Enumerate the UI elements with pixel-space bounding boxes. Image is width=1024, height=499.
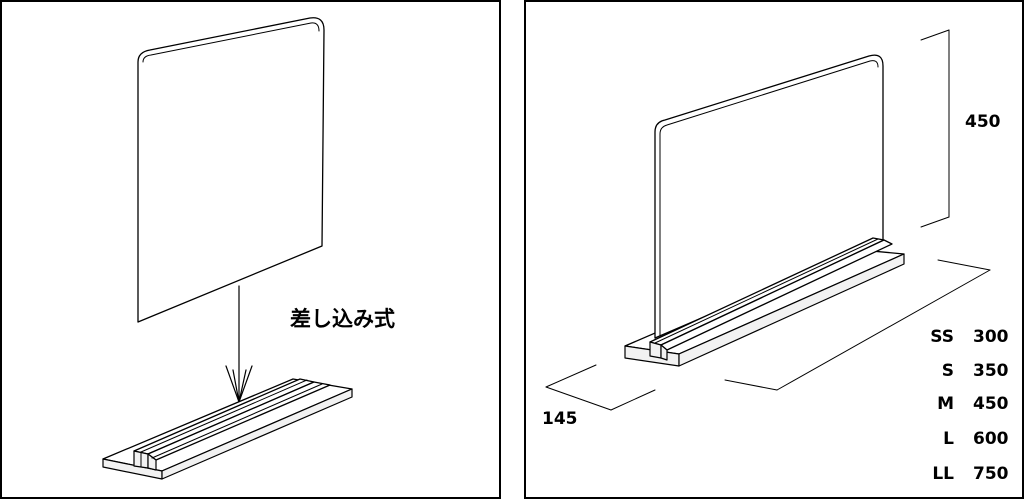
base-stand [102,378,353,480]
height-value: 450 [965,112,1001,132]
dimension-drawing-panel: 450 145 SS 300 S 350 M 450 L 600 LL 750 [524,0,1024,499]
acrylic-board [137,17,325,323]
insertion-arrow [225,285,253,403]
size-table: SS 300 S 350 M 450 L 600 LL 750 [930,327,1008,484]
slot-in-illustration: 差し込み式 [0,0,501,499]
slot-in-caption: 差し込み式 [290,307,395,331]
slot-in-illustration-panel: 差し込み式 [0,0,501,499]
left-panel-frame [0,0,501,499]
size-table-width: 450 [973,394,1009,414]
size-table-size: M [937,394,954,414]
size-table-width: 350 [973,361,1009,381]
size-table-size: L [943,429,954,449]
depth-value: 145 [542,409,578,429]
size-table-width: 300 [973,327,1009,347]
depth-dimension [545,364,656,411]
partition-assembly [624,54,905,367]
size-table-width: 750 [973,464,1009,484]
right-panel-frame [524,0,1024,499]
dimension-drawing: 450 145 SS 300 S 350 M 450 L 600 LL 750 [524,0,1024,499]
size-table-width: 600 [973,429,1009,449]
size-table-size: LL [932,464,954,484]
width-dimension [724,259,991,391]
size-table-size: S [942,361,954,381]
height-dimension [920,29,950,228]
size-table-size: SS [930,327,954,347]
